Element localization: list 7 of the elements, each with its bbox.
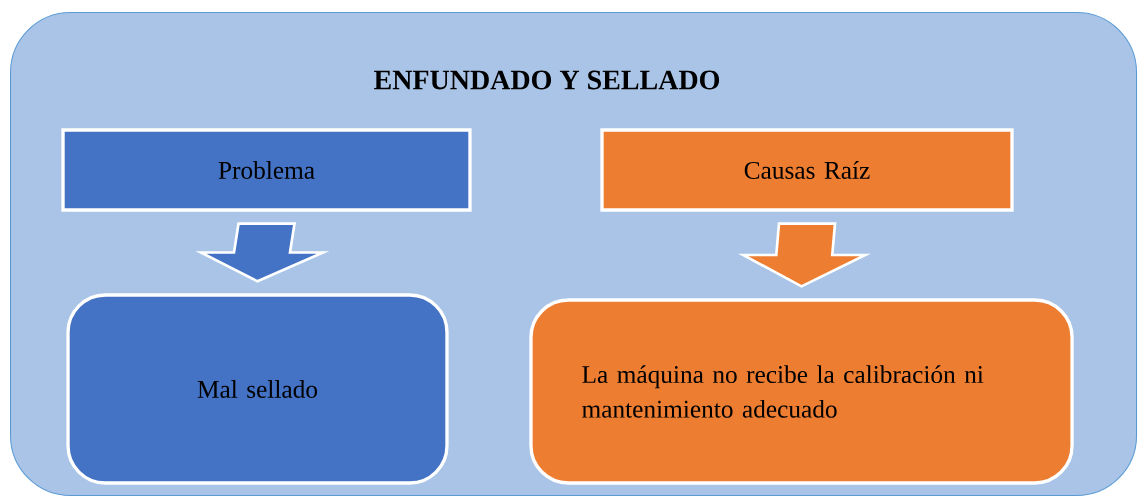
header-box: Problema [61,128,472,212]
block-arrow [737,222,871,288]
block-arrow [195,222,330,283]
process-box: La máquina no recibe la calibración ni mantenimiento adecuado [529,298,1074,485]
header-box: Causas Raíz [600,128,1014,212]
title: ENFUNDADO Y SELLADO [374,70,720,90]
process-box: Mal sellado [66,293,449,485]
